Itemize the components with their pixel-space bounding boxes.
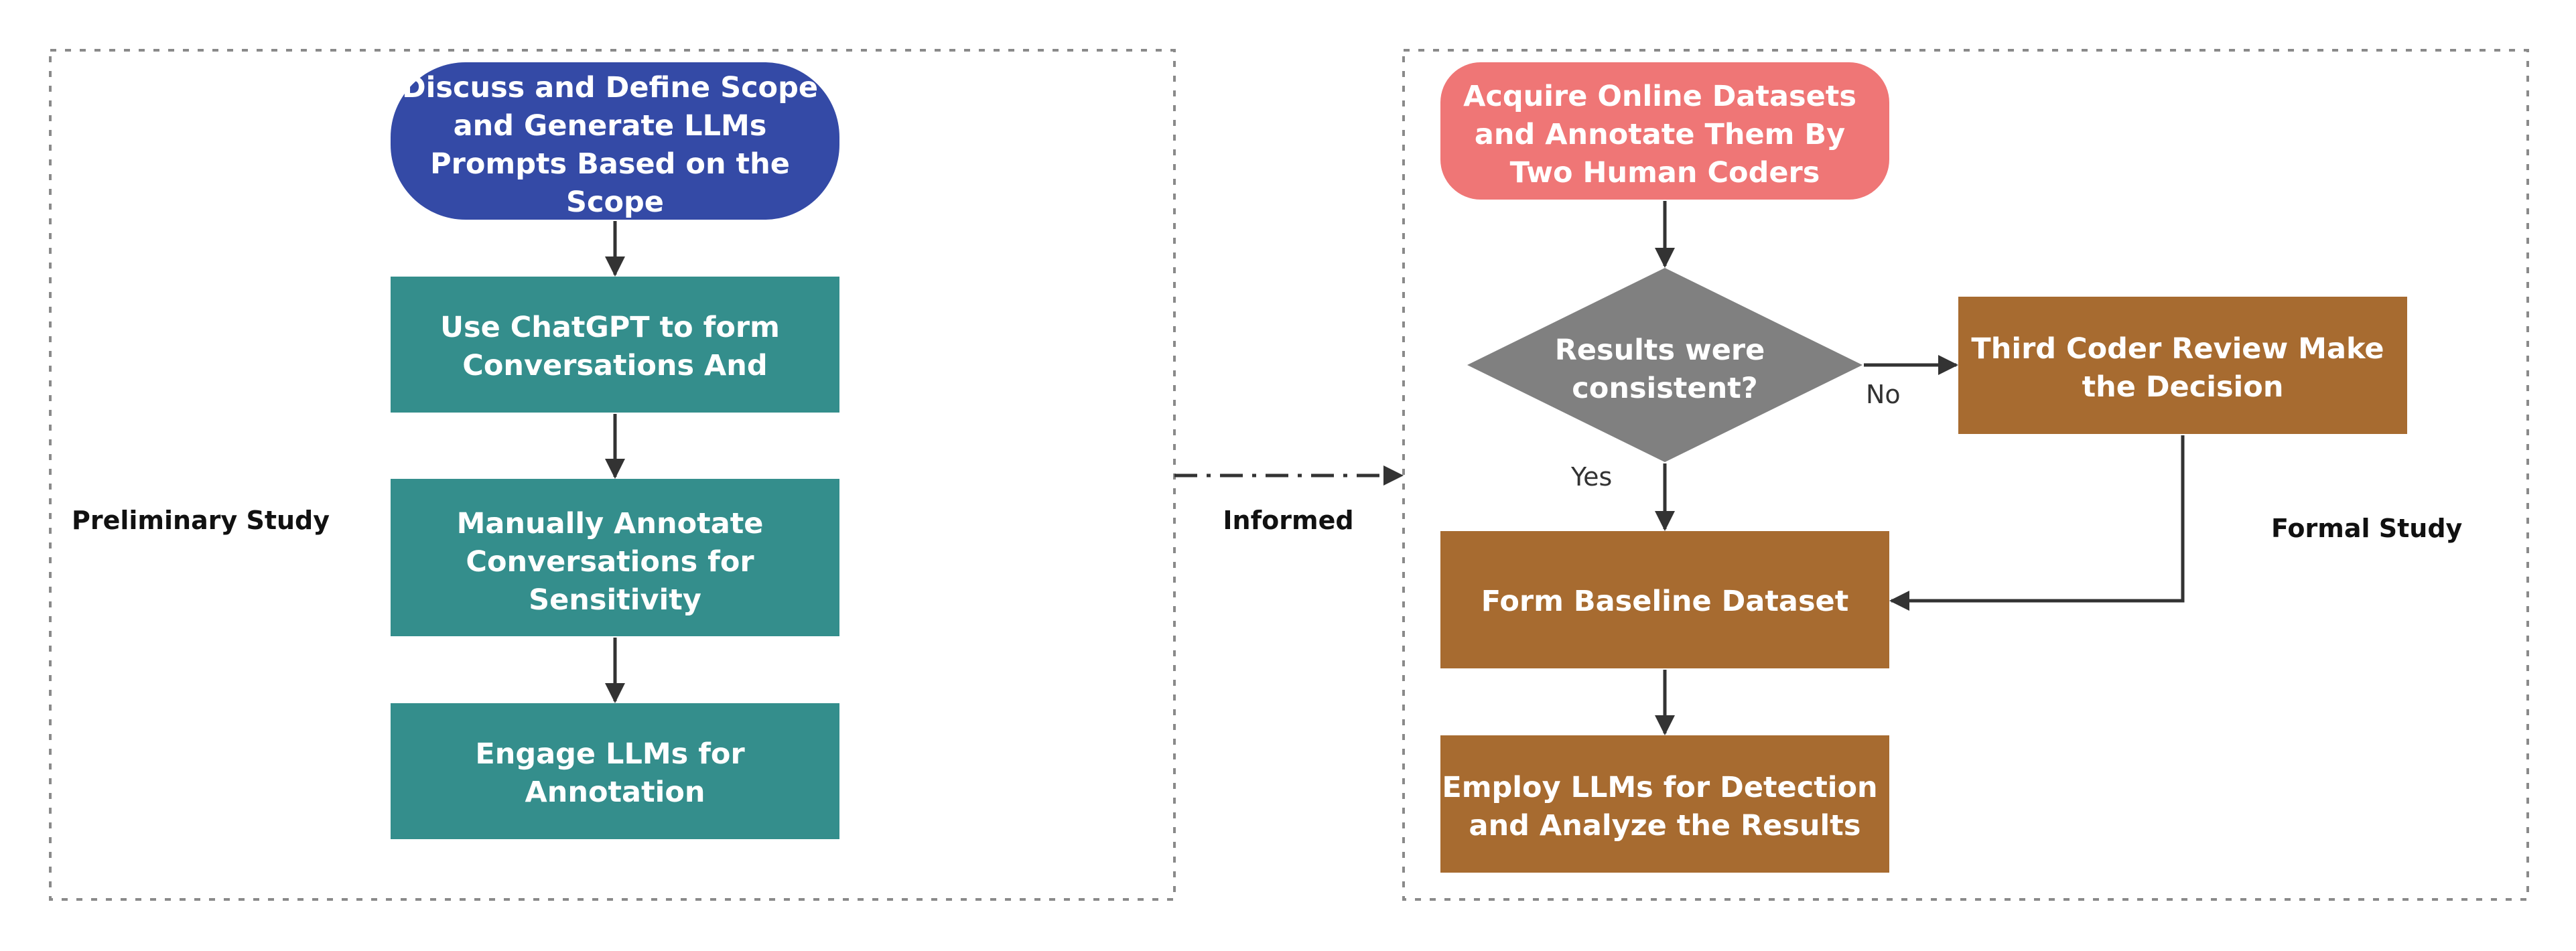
node-label-line: the Decision <box>2082 370 2284 404</box>
formal-study-frame <box>1402 49 2529 901</box>
preliminary-study-label: Preliminary Study <box>72 506 330 535</box>
node-label-line: Conversations And <box>462 349 767 382</box>
process-shape <box>391 703 839 839</box>
node-label-line: Employ LLMs for Detection <box>1442 771 1877 804</box>
node-label-line: Results were <box>1555 334 1765 367</box>
node-engage-llms: Engage LLMs for Annotation <box>391 703 839 839</box>
node-label: Discuss and Define Scope and Generate LL… <box>402 71 828 219</box>
node-label-line: and Analyze the Results <box>1469 809 1861 843</box>
no-branch-label: No <box>1866 380 1901 409</box>
node-label-line: Use ChatGPT to form <box>440 311 780 344</box>
decision-shape <box>1467 268 1862 462</box>
node-label-line: Engage LLMs for <box>475 737 745 771</box>
node-form-baseline-dataset: Form Baseline Dataset <box>1440 531 1889 668</box>
node-label-line: Third Coder Review Make <box>1971 332 2384 366</box>
node-acquire-datasets: Acquire Online Datasets and Annotate The… <box>1440 62 1889 200</box>
node-label: Results were consistent? <box>1555 334 1775 405</box>
node-use-chatgpt: Use ChatGPT to form Conversations And <box>391 277 839 413</box>
node-label: Engage LLMs for Annotation <box>475 737 754 809</box>
terminal-shape <box>391 62 839 220</box>
node-label: Acquire Online Datasets and Annotate The… <box>1463 80 1867 190</box>
node-label-line: Form Baseline Dataset <box>1481 585 1849 618</box>
node-label-line: Annotation <box>525 776 705 809</box>
node-results-consistent: Results were consistent? <box>1467 268 1862 462</box>
node-label: Form Baseline Dataset <box>1481 585 1849 618</box>
node-label-line: Scope <box>566 186 664 219</box>
yes-branch-label: Yes <box>1570 462 1612 492</box>
node-label: Third Coder Review Make the Decision <box>1971 332 2394 404</box>
node-employ-llms: Employ LLMs for Detection and Analyze th… <box>1440 735 1889 873</box>
node-label: Employ LLMs for Detection and Analyze th… <box>1442 771 1887 843</box>
node-manually-annotate: Manually Annotate Conversations for Sens… <box>391 479 839 636</box>
process-shape <box>391 479 839 636</box>
informed-label: Informed <box>1223 506 1353 535</box>
process-shape <box>1958 297 2407 434</box>
process-shape <box>1440 735 1889 873</box>
node-discuss-define-scope: Discuss and Define Scope and Generate LL… <box>391 62 839 220</box>
node-label-line: consistent? <box>1572 372 1757 405</box>
process-shape <box>391 277 839 413</box>
node-label: Use ChatGPT to form Conversations And <box>440 311 790 382</box>
terminal-shape <box>1440 62 1889 200</box>
node-label-line: Prompts Based on the <box>430 147 790 181</box>
formal-study-label: Formal Study <box>2271 514 2463 543</box>
node-label: Manually Annotate Conversations for Sens… <box>457 507 774 617</box>
node-label-line: and Generate LLMs <box>454 109 767 143</box>
node-label-line: Sensitivity <box>529 583 701 617</box>
node-label-line: Manually Annotate <box>457 507 764 540</box>
node-label-line: Two Human Coders <box>1510 156 1820 190</box>
node-label-line: Acquire Online Datasets <box>1463 80 1856 113</box>
node-label-line: Discuss and Define Scope <box>402 71 818 104</box>
process-shape <box>1440 531 1889 668</box>
arrow-review-to-baseline <box>1889 435 2185 611</box>
node-label-line: and Annotate Them By <box>1475 118 1845 151</box>
node-third-coder-review: Third Coder Review Make the Decision <box>1958 297 2407 434</box>
node-label-line: Conversations for <box>466 545 754 579</box>
